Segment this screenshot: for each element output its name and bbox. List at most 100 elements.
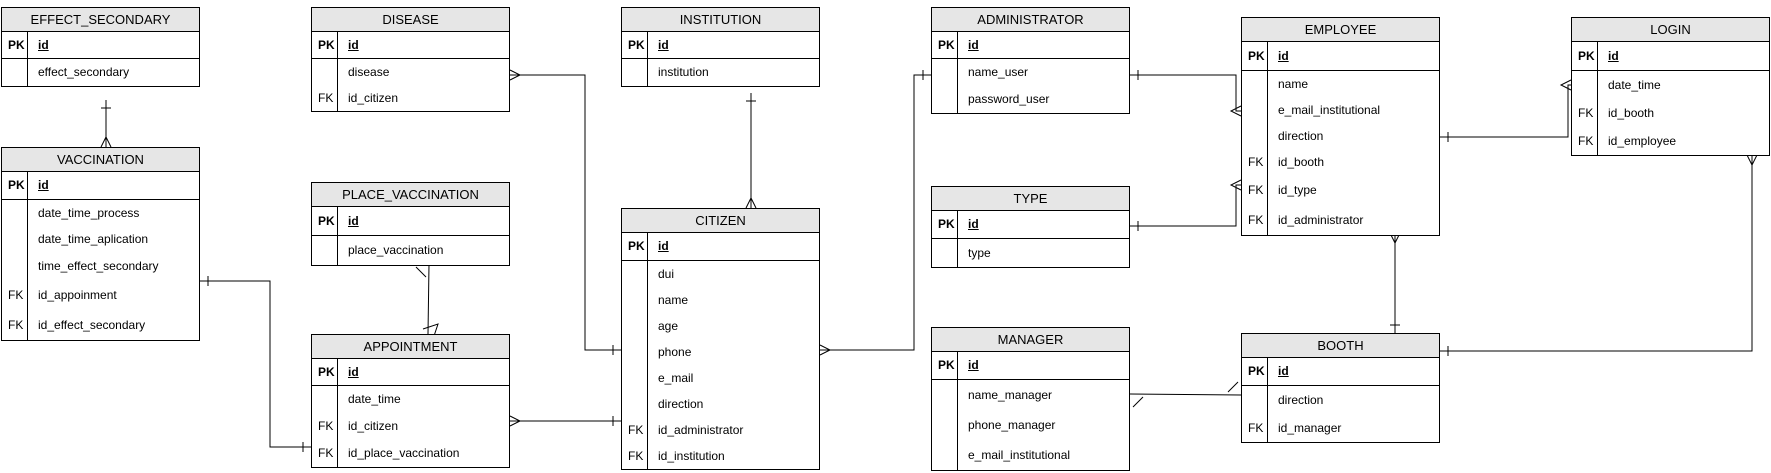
relationship-line (100, 100, 112, 148)
relationship-line (819, 70, 931, 356)
key-marker: FK (1578, 106, 1594, 120)
field-row[interactable]: direction (1242, 386, 1439, 414)
field-name: date_time (1608, 78, 1661, 92)
field-name: name_manager (968, 388, 1053, 402)
key-marker: PK (938, 217, 955, 231)
field-name: password_user (968, 92, 1050, 106)
field-name: id (348, 214, 359, 228)
field-row[interactable]: disease (312, 59, 509, 85)
field-name: date_time_process (38, 206, 140, 220)
field-row[interactable]: name (1242, 71, 1439, 97)
field-name: id (1608, 49, 1619, 63)
field-row[interactable]: phone_manager (932, 410, 1129, 440)
relationship-line (1129, 381, 1242, 408)
field-row[interactable]: password_user (932, 86, 1129, 113)
many-marker (1229, 179, 1242, 191)
field-name: id (38, 38, 49, 52)
field-name: disease (348, 65, 390, 79)
field-row[interactable]: e_mail_institutional (932, 440, 1129, 470)
field-row[interactable]: name_user (932, 59, 1129, 86)
key-column-divider (932, 32, 958, 113)
field-row[interactable]: FK id_effect_secondary (2, 310, 199, 340)
field-row[interactable]: type (932, 239, 1129, 267)
field-row[interactable]: time_effect_secondary (2, 252, 199, 280)
field-row[interactable]: date_time (312, 386, 509, 413)
field-row[interactable]: date_time_aplication (2, 226, 199, 252)
key-marker: FK (8, 318, 24, 332)
field-row[interactable]: institution (622, 59, 819, 86)
field-row[interactable]: phone (622, 339, 819, 365)
field-name: id_effect_secondary (38, 318, 146, 332)
field-name: institution (658, 65, 709, 79)
relationship-line (1130, 179, 1242, 231)
many-marker (1559, 79, 1572, 91)
field-row[interactable]: e_mail (622, 365, 819, 391)
relationship-line (1130, 70, 1242, 117)
field-name: direction (1278, 129, 1324, 143)
key-column-divider (2, 172, 28, 340)
field-row[interactable]: name (622, 287, 819, 313)
field-row[interactable]: direction (1242, 123, 1439, 149)
field-name: id_citizen (348, 91, 399, 105)
many-marker (1746, 154, 1758, 167)
entity-title: APPOINTMENT (312, 335, 509, 359)
field-row[interactable]: dui (622, 261, 819, 287)
field-row[interactable]: date_time (1572, 71, 1769, 99)
field-row[interactable]: name_manager (932, 380, 1129, 410)
field-row[interactable]: effect_secondary (2, 59, 199, 86)
field-row[interactable]: e_mail_institutional (1242, 97, 1439, 123)
key-marker: FK (318, 91, 334, 105)
field-row[interactable]: date_time_process (2, 200, 199, 226)
field-row[interactable]: age (622, 313, 819, 339)
relationship-line (415, 263, 439, 340)
field-name: e_mail (658, 371, 694, 385)
field-name: id_citizen (348, 419, 399, 433)
key-marker: FK (1248, 155, 1264, 169)
key-column-divider (932, 352, 958, 470)
field-row[interactable]: FK id_citizen (312, 85, 509, 111)
field-row[interactable]: direction (622, 391, 819, 417)
field-name: id_appoinment (38, 288, 117, 302)
field-row[interactable]: place_vaccination (312, 236, 509, 265)
key-marker: PK (1248, 49, 1265, 63)
relationship-line (745, 93, 757, 209)
field-name: id_administrator (1278, 213, 1364, 227)
